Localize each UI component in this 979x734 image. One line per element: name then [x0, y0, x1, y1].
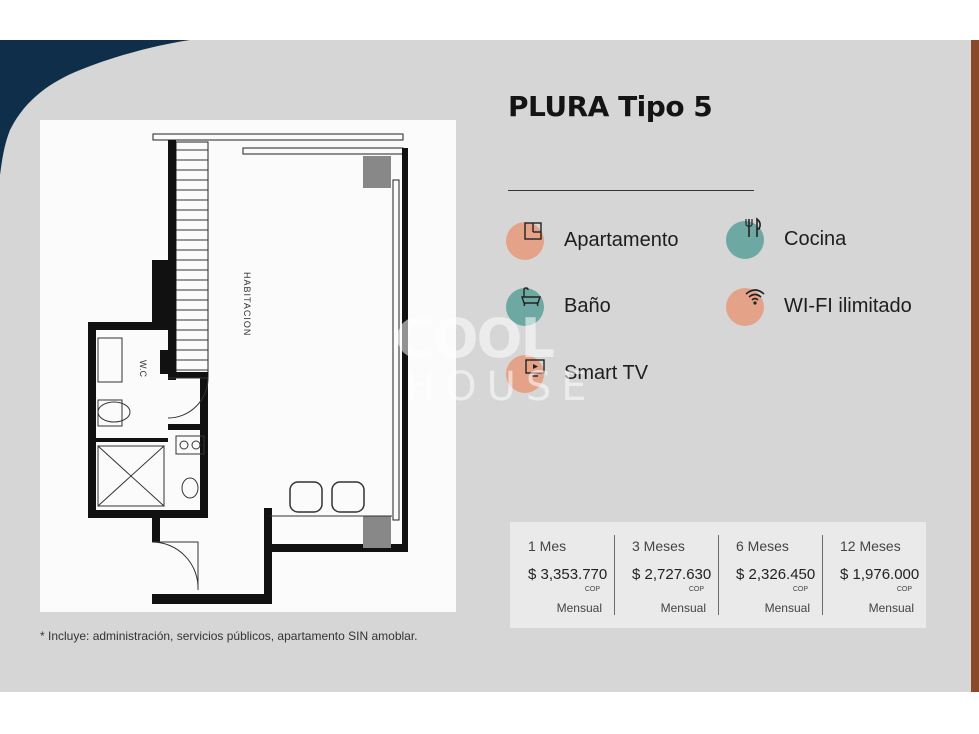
- price-currency: COP: [792, 586, 808, 593]
- price-frequency: Mensual: [660, 601, 706, 615]
- tv-icon: [525, 359, 545, 377]
- staircase: [175, 141, 209, 379]
- title-divider: [508, 190, 754, 191]
- floorplan-icon: [524, 222, 542, 240]
- price-period: 1 Mes: [528, 538, 567, 554]
- feature-label: Baño: [564, 295, 611, 317]
- bathtub-icon: [521, 287, 541, 307]
- price-table: 1 Mes $ 3,353.770 COP Mensual 3 Meses $ …: [510, 522, 926, 628]
- feature-label: WI-FI ilimitado: [784, 295, 912, 317]
- floor-plan-drawing: HABITACION W.C: [88, 133, 408, 604]
- price-currency: COP: [688, 586, 704, 593]
- price-currency: COP: [584, 586, 600, 593]
- slide: HABITACION W.C PLURA Tipo 5 Apartamento …: [0, 40, 979, 692]
- price-column: 3 Meses $ 2,727.630 COP Mensual: [614, 522, 718, 628]
- price-amount: $ 3,353.770: [528, 566, 608, 583]
- floor-plan: HABITACION W.C: [40, 120, 456, 612]
- feature-label: Cocina: [784, 228, 847, 250]
- edge-strip: [971, 40, 979, 692]
- price-period: 12 Meses: [840, 538, 901, 554]
- room-label: HABITACION: [242, 272, 252, 336]
- utensils-icon: [745, 217, 761, 237]
- price-column: 6 Meses $ 2,326.450 COP Mensual: [718, 522, 822, 628]
- wc-label: W.C: [138, 360, 148, 377]
- price-frequency: Mensual: [868, 601, 914, 615]
- wifi-icon: [745, 289, 765, 305]
- page-title: PLURA Tipo 5: [508, 90, 713, 123]
- price-frequency: Mensual: [764, 601, 810, 615]
- footnote: * Incluye: administración, servicios púb…: [40, 629, 418, 643]
- price-period: 3 Meses: [632, 538, 685, 554]
- feature-label: Smart TV: [564, 362, 649, 384]
- feature-label: Apartamento: [564, 229, 679, 251]
- price-column: 1 Mes $ 3,353.770 COP Mensual: [510, 522, 614, 628]
- price-period: 6 Meses: [736, 538, 789, 554]
- navy-wave-decoration: [0, 40, 190, 175]
- price-amount: $ 2,727.630: [632, 566, 712, 583]
- price-amount: $ 1,976.000: [840, 566, 920, 583]
- price-frequency: Mensual: [556, 601, 602, 615]
- price-amount: $ 2,326.450: [736, 566, 816, 583]
- price-column: 12 Meses $ 1,976.000 COP Mensual: [822, 522, 926, 628]
- price-currency: COP: [896, 586, 912, 593]
